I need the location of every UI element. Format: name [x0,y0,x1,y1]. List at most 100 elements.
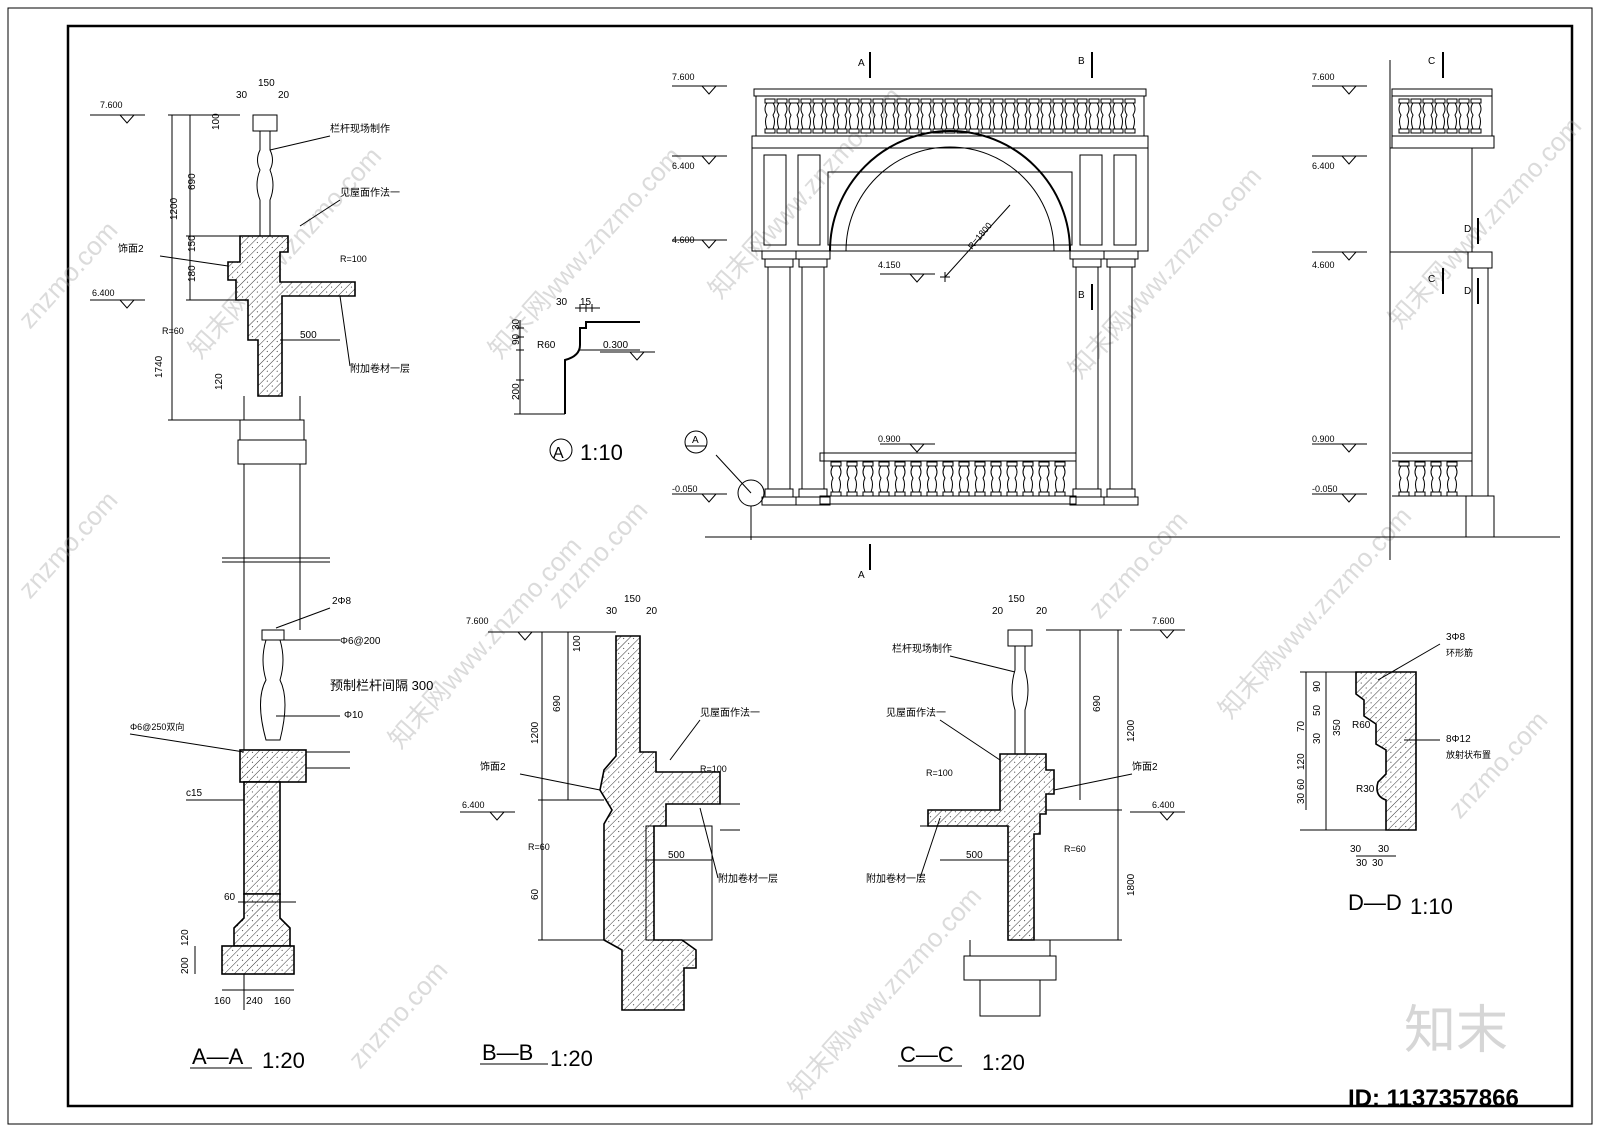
detail-a-dim: 30 [511,318,522,330]
note: 见屋面作法一 [340,186,400,199]
baluster [1054,461,1066,497]
baluster [990,461,1002,497]
baluster [812,98,824,134]
detail-a-scale: 1:10 [580,440,623,465]
rebar-note: 预制栏杆间隔 300 [330,678,433,693]
column-part [795,250,831,260]
cut-mark-d-mid: D [1464,286,1471,297]
column-part [1103,496,1139,506]
section-bb-level: 7.600 [466,616,489,626]
section-cc-level: 6.400 [1152,800,1175,810]
section-dd-scale: 1:10 [1410,894,1453,919]
dim-label: 30 [1378,844,1390,855]
dim-label: 30 [1312,732,1323,744]
detail-a-level: 0.300 [603,340,628,351]
section-cc-title: C—C [900,1042,954,1067]
detail-a-title: A [553,445,564,462]
note: R=60 [528,842,550,852]
note: 环形筋 [1446,647,1473,658]
baluster [878,461,890,497]
cut-mark-a-top: A [858,58,865,69]
baluster [1422,98,1434,134]
dim-label: 20 [646,606,658,617]
dim-label: 1800 [1126,873,1137,896]
baluster [860,98,872,134]
dim-label: 30 [1372,858,1384,869]
note: R=60 [162,326,184,336]
detail-a-radius: R60 [537,340,556,351]
baluster [1022,461,1034,497]
arch-radius-label: R=1800 [966,221,994,252]
baluster [1430,461,1442,497]
baluster [1076,98,1088,134]
detail-a: 30 15 90 30 200 R60 0.300 A 1:10 [511,297,656,465]
baluster [872,98,884,134]
outer-frame [7,7,1593,1125]
column-part [1106,488,1136,498]
dim-label: 200 [180,957,191,974]
section-bb-scale: 1:20 [550,1046,593,1071]
dim-label: 1200 [169,197,180,220]
section-dd: 90 50 70 30 120 60 30 350 30 30 30 30 3Φ… [1296,632,1491,919]
dim-label: 90 [1312,680,1323,692]
level-label: 4.150 [878,260,901,270]
dim-label: 50 [1312,704,1323,716]
watermark-text: 知末网www.znzmo.com [1382,111,1587,334]
note: 见屋面作法一 [700,706,760,719]
baluster [956,98,968,134]
baluster [1064,98,1076,134]
detail-a-dim: 30 [556,297,568,308]
rebar-note: c15 [186,788,203,799]
note: R60 [1352,720,1371,731]
column-part [801,266,825,490]
rebar-note: Φ6@200 [340,636,381,647]
baluster [848,98,860,134]
inner-frame [66,24,1574,1108]
dim-label: 30 [1350,844,1362,855]
column-part [795,496,831,506]
section-aa-title: A—A [192,1044,244,1069]
note: 栏杆现场制作 [330,122,390,135]
baluster [958,461,970,497]
column-part [764,258,794,268]
baluster [920,98,932,134]
section-cc: 7.600 6.400 150 20 20 690 1200 1800 500 … [866,594,1186,1075]
dim-label: 20 [1036,606,1048,617]
dim-label: 160 [214,996,231,1007]
cut-mark-c-mid: C [1428,274,1435,285]
baluster [1434,98,1446,134]
dim-label: 150 [187,235,198,252]
dim-label: 30 [236,90,248,101]
baluster [1124,98,1136,134]
brand-logo-text: 知末 [1404,1001,1508,1061]
detail-ref-bubble: A [692,435,699,446]
note: 见屋面作法一 [886,706,946,719]
baluster [1446,461,1458,497]
baluster [862,461,874,497]
baluster [1028,98,1040,134]
baluster [1040,98,1052,134]
baluster [1100,98,1112,134]
baluster [910,461,922,497]
baluster [1038,461,1050,497]
dim-label: 160 [274,996,291,1007]
baluster [1006,461,1018,497]
dim-label: 120 [214,373,225,390]
level-label: 7.600 [1312,72,1335,82]
baluster [1458,98,1470,134]
dim-label: 30 [606,606,618,617]
dim-label: 690 [552,695,563,712]
column-part [761,496,797,506]
section-aa-level: 7.600 [100,100,123,110]
column-part [1106,258,1136,268]
cut-mark-d-top: D [1464,224,1471,235]
note: 3Φ8 [1446,632,1466,643]
level-label: -0.050 [672,484,698,494]
baluster [776,98,788,134]
baluster [1052,98,1064,134]
baluster [980,98,992,134]
note: 饰面2 [118,242,144,255]
dim-label: 150 [1008,594,1025,605]
baluster [894,461,906,497]
note: R=100 [926,768,953,778]
